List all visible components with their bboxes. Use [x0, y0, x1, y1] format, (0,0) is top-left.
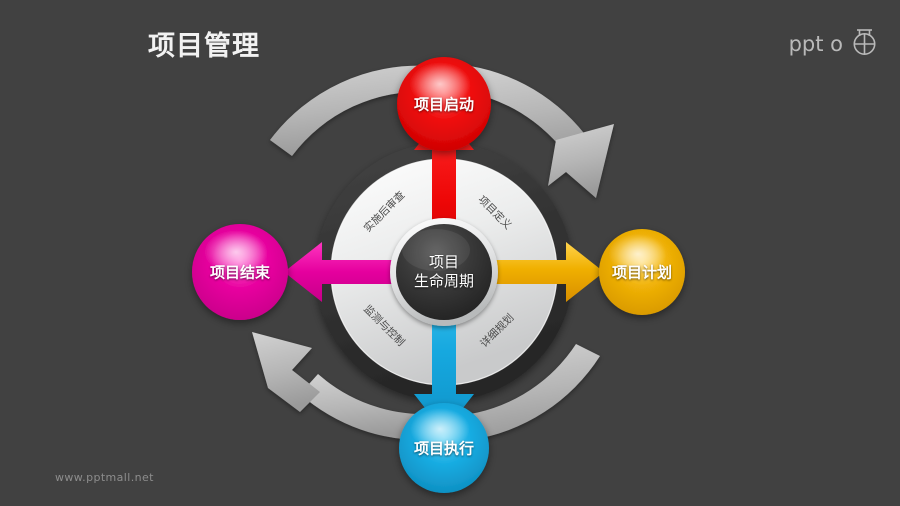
node-sphere-top[interactable] [397, 57, 491, 151]
circle-crosshair-icon [848, 26, 878, 62]
diagram-hub [390, 218, 498, 326]
connector-arrow-down [414, 272, 474, 432]
rotation-arrow-clockwise-top-right [270, 65, 430, 156]
node-sphere-bottom[interactable] [399, 403, 489, 493]
page-title: 项目管理 [148, 31, 260, 62]
footer-watermark: www.pptmall.net [55, 471, 154, 484]
connector-arrow-left [284, 242, 444, 302]
connector-arrow-up [414, 112, 474, 272]
rotation-arrow-counterclockwise-bottom-left [252, 332, 600, 441]
brand-logo-text: ppt o [788, 31, 843, 56]
node-sphere-right[interactable] [599, 229, 685, 315]
node-sphere-left[interactable] [192, 224, 288, 320]
rotation-arrow-head-top-right [466, 66, 614, 198]
brand-logo: ppt o [789, 26, 878, 62]
connector-arrow-right [444, 242, 604, 302]
